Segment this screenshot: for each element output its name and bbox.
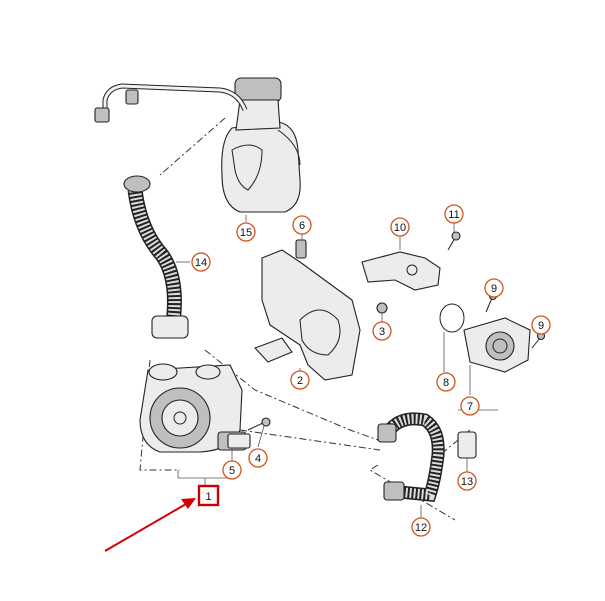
part-12-pressure-hose — [377, 412, 445, 502]
part-3-nut — [376, 302, 388, 322]
svg-text:3: 3 — [379, 326, 385, 338]
pointer-arrow — [104, 498, 196, 552]
svg-text:5: 5 — [229, 465, 235, 477]
callout-6: 6 — [292, 215, 312, 235]
callout-14: 14 — [191, 252, 211, 272]
callout-9-lower: 9 — [531, 315, 551, 335]
callout-5: 5 — [222, 460, 242, 480]
part-15-air-filter-housing — [221, 77, 301, 213]
svg-text:9: 9 — [538, 320, 544, 332]
svg-text:13: 13 — [461, 476, 473, 488]
svg-text:6: 6 — [299, 220, 305, 232]
svg-text:2: 2 — [297, 375, 303, 387]
svg-text:7: 7 — [467, 401, 473, 413]
part-6-bolt — [295, 232, 307, 259]
part-10-combi-valve-bracket — [361, 251, 441, 291]
part-5-electrical-connector — [227, 433, 251, 462]
callout-10: 10 — [390, 217, 410, 237]
svg-text:14: 14 — [195, 257, 207, 269]
part-4-bolt — [247, 417, 271, 431]
svg-text:10: 10 — [394, 222, 406, 234]
callout-labels: 2 3 4 5 6 7 8 9 — [191, 204, 551, 537]
vent-hose-top — [94, 83, 248, 123]
part-13-connector — [457, 431, 477, 472]
callout-9-upper: 9 — [484, 278, 504, 298]
callout-1-highlighted: 1 — [197, 484, 220, 507]
svg-text:4: 4 — [255, 453, 261, 465]
callout-13: 13 — [457, 471, 477, 491]
callout-11: 11 — [444, 204, 464, 224]
part-7-combination-valve — [463, 317, 531, 395]
callout-8: 8 — [436, 372, 456, 392]
svg-text:12: 12 — [415, 522, 427, 534]
part-8-o-ring — [439, 303, 465, 372]
callout-12: 12 — [411, 517, 431, 537]
callout-3: 3 — [372, 321, 392, 341]
callout-2: 2 — [290, 370, 310, 390]
svg-text:8: 8 — [443, 377, 449, 389]
svg-text:11: 11 — [448, 209, 459, 221]
svg-text:1: 1 — [205, 491, 211, 503]
part-11-bolt — [447, 231, 461, 251]
svg-text:15: 15 — [240, 227, 252, 239]
callout-4: 4 — [248, 448, 268, 468]
callout-7: 7 — [460, 396, 480, 416]
part-14-corrugated-hose — [123, 175, 189, 339]
part-2-mounting-bracket — [254, 249, 361, 381]
callout-15: 15 — [236, 222, 256, 242]
svg-text:9: 9 — [491, 283, 497, 295]
